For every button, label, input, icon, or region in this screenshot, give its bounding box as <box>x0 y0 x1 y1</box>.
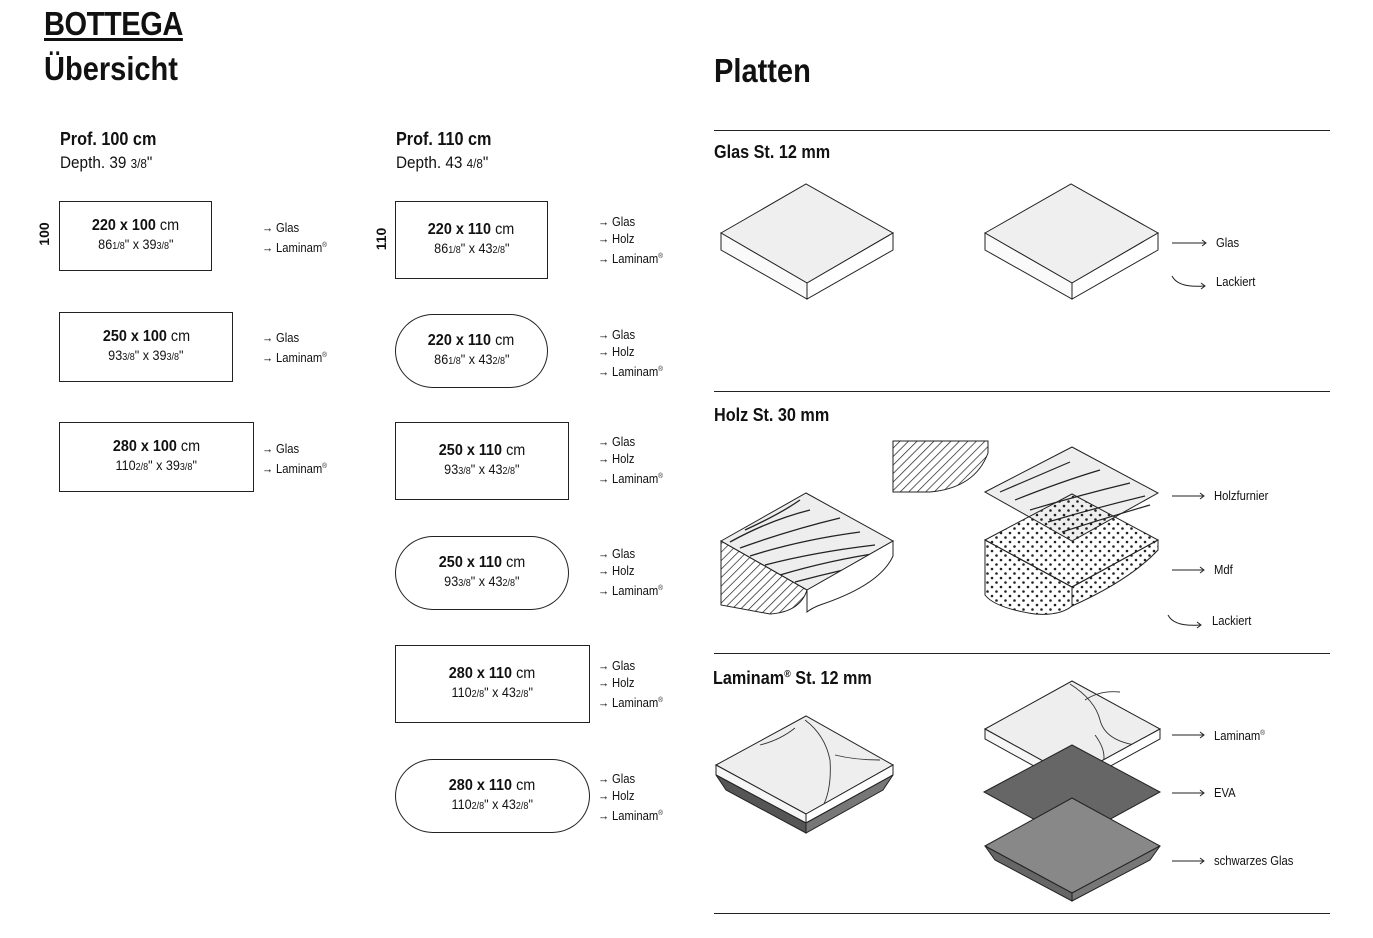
page-subtitle: Übersicht <box>44 50 178 87</box>
callout-glas: Glas <box>1172 235 1242 251</box>
table-280x110-oval: 280 x 110 cm 1102/8" x 432/8" <box>395 759 590 833</box>
callout-holz-lackiert: Lackiert <box>1166 613 1256 629</box>
glas-section-title: Glas St. 12 mm <box>714 142 831 162</box>
size-inches: 933/8" x 432/8" <box>444 573 520 589</box>
table-280x110-rect: 280 x 110 cm 1102/8" x 432/8" <box>395 645 590 723</box>
prof-100-heading: Prof. 100 cm <box>60 129 157 149</box>
prof-110-heading: Prof. 110 cm <box>396 129 492 149</box>
size-inches: 1102/8" x 432/8" <box>451 684 534 700</box>
laminam-section-title: Laminam® St. 12 mm <box>713 668 872 688</box>
platten-title: Platten <box>714 52 811 89</box>
divider <box>714 653 1330 654</box>
callout-laminam: Laminam® <box>1172 726 1271 744</box>
laminam-slab-illustration <box>714 715 895 834</box>
size-cm: 220 x 110 cm <box>428 221 515 238</box>
holz-section-title: Holz St. 30 mm <box>714 405 830 425</box>
long-right-arrow-icon <box>1172 857 1205 865</box>
size-cm: 280 x 110 cm <box>449 777 536 794</box>
materials-list: →Glas →Holz →Laminam® <box>598 547 663 599</box>
divider <box>714 913 1330 914</box>
size-cm: 250 x 110 cm <box>438 442 526 459</box>
callout-schwarzes-glas: schwarzes Glas <box>1172 853 1302 869</box>
table-280x100: 280 x 100 cm 1102/8" x 393/8" <box>59 422 254 492</box>
callout-holzfurnier: Holzfurnier <box>1172 488 1274 504</box>
laminam-black-glass-layer-illustration <box>983 797 1162 902</box>
size-cm: 250 x 110 cm <box>438 554 526 571</box>
side-dimension-100: 100 <box>36 222 52 246</box>
materials-list: →Glas →Holz →Laminam® <box>598 328 663 380</box>
table-250x110-rect: 250 x 110 cm 933/8" x 432/8" <box>395 422 569 500</box>
size-inches: 933/8" x 432/8" <box>444 461 520 477</box>
divider <box>714 391 1330 392</box>
size-cm: 280 x 110 cm <box>449 665 536 682</box>
glas-lackiert-slab-illustration <box>983 183 1160 300</box>
materials-list: →Glas →Laminam® <box>262 442 327 477</box>
depth-110-label: Depth. 43 4/8" <box>396 153 489 172</box>
size-inches: 861/8" x 432/8" <box>433 351 510 367</box>
holz-slab-illustration <box>719 492 895 615</box>
table-250x100: 250 x 100 cm 933/8" x 393/8" <box>59 312 233 382</box>
size-cm: 220 x 100 cm <box>91 217 180 234</box>
brand-title: BOTTEGA <box>44 5 183 42</box>
materials-list: →Glas →Holz →Laminam® <box>598 772 663 824</box>
long-right-arrow-icon <box>1172 239 1207 247</box>
table-220x110-oval: 220 x 110 cm 861/8" x 432/8" <box>395 314 548 388</box>
glas-slab-illustration <box>720 183 895 300</box>
depth-100-label: Depth. 39 3/8" <box>60 153 153 172</box>
holz-edge-profile-icon <box>892 440 989 493</box>
curved-arrow-icon <box>1167 614 1202 629</box>
size-inches: 861/8" x 393/8" <box>97 236 174 252</box>
size-cm: 220 x 110 cm <box>428 332 515 349</box>
size-inches: 1102/8" x 393/8" <box>115 457 198 473</box>
size-inches: 933/8" x 393/8" <box>108 347 184 363</box>
materials-list: →Glas →Holz →Laminam® <box>598 659 663 711</box>
size-cm: 250 x 100 cm <box>102 328 190 345</box>
materials-list: →Glas →Laminam® <box>262 331 327 366</box>
callout-glas-lackiert: Lackiert <box>1170 274 1260 290</box>
holz-mdf-layer-illustration <box>983 493 1160 615</box>
materials-list: →Glas →Holz →Laminam® <box>598 435 663 487</box>
long-right-arrow-icon <box>1172 789 1205 797</box>
table-220x100: 220 x 100 cm 861/8" x 393/8" <box>59 201 212 271</box>
size-cm: 280 x 100 cm <box>112 438 201 455</box>
divider <box>714 130 1330 131</box>
size-inches: 861/8" x 432/8" <box>433 240 510 256</box>
curved-arrow-icon <box>1171 275 1206 290</box>
size-inches: 1102/8" x 432/8" <box>451 796 534 812</box>
long-right-arrow-icon <box>1172 492 1205 500</box>
table-220x110-rect: 220 x 110 cm 861/8" x 432/8" <box>395 201 548 279</box>
side-dimension-110: 110 <box>373 227 389 251</box>
materials-list: →Glas →Laminam® <box>262 221 327 256</box>
materials-list: →Glas →Holz →Laminam® <box>598 215 663 267</box>
callout-mdf: Mdf <box>1172 562 1235 578</box>
callout-eva: EVA <box>1172 785 1238 801</box>
long-right-arrow-icon <box>1172 731 1205 739</box>
platten-illustrations <box>714 183 1162 902</box>
long-right-arrow-icon <box>1172 566 1205 574</box>
table-250x110-oval: 250 x 110 cm 933/8" x 432/8" <box>395 536 569 610</box>
